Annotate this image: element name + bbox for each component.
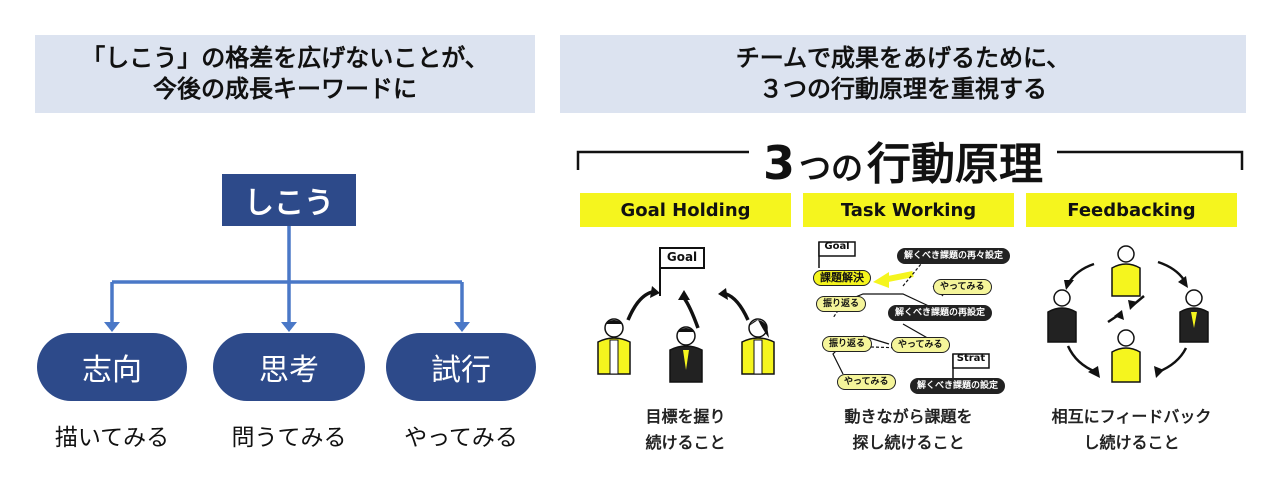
task-try-2: やってみる	[891, 337, 950, 353]
left-banner-line2: 今後の成長キーワードに	[153, 75, 417, 103]
branch-sub-1: 描いてみる	[54, 425, 170, 451]
section-title-wrap: 3 つの 行動原理	[560, 128, 1246, 192]
task-define: 解くべき課題の設定	[910, 378, 1006, 394]
branch-sub-3: やってみる	[404, 425, 518, 451]
branch-sub-2: 問うてみる	[231, 425, 347, 451]
caption-line: 相互にフィードバック	[1051, 407, 1212, 426]
task-try-3: やってみる	[837, 374, 896, 390]
right-banner-line1: チームで成果をあげるために、	[735, 44, 1071, 72]
right-banner: チームで成果をあげるために、 ３つの行動原理を重視する	[560, 35, 1246, 113]
root-node: しこう	[222, 174, 356, 226]
branch-node-shikou: 志向	[37, 333, 187, 401]
section-title-number: 3	[762, 136, 795, 190]
branch-label: 志向	[82, 353, 142, 388]
caption-line: 続けること	[645, 433, 726, 452]
task-goal-flag: Goal	[824, 241, 850, 252]
caption-line: 目標を握り	[645, 407, 726, 426]
left-banner: 「しこう」の格差を広げないことが、 今後の成長キーワードに	[35, 35, 535, 113]
caption-line: 動きながら課題を	[844, 407, 973, 426]
branch-label: 思考	[259, 353, 319, 388]
principle-title-goal: Goal Holding	[580, 193, 791, 227]
principle-title-text: Goal Holding	[620, 199, 751, 221]
principle-title-task: Task Working	[803, 193, 1014, 227]
principle-title-text: Feedbacking	[1067, 199, 1196, 221]
section-title: 3 つの 行動原理	[748, 128, 1058, 192]
caption-line: し続けること	[1083, 433, 1180, 452]
branch-node-shikou-think: 思考	[213, 333, 365, 401]
task-try-1: やってみる	[933, 279, 992, 295]
principle-title-feedback: Feedbacking	[1026, 193, 1237, 227]
tree-connectors	[104, 224, 470, 332]
task-reflect-1: 振り返る	[816, 296, 867, 312]
task-redefine-again: 解くべき課題の再々設定	[897, 248, 1011, 264]
task-redefine: 解くべき課題の再設定	[888, 305, 993, 321]
task-reflect-2: 振り返る	[822, 336, 873, 352]
caption-feedback: 相互にフィードバック し続けること	[1026, 404, 1237, 456]
goal-flag-label: Goal	[666, 250, 698, 264]
caption-task: 動きながら課題を 探し続けること	[803, 404, 1014, 456]
task-start-flag: Strat	[956, 353, 986, 364]
goal-holding-illustration	[597, 247, 775, 383]
right-banner-line2: ３つの行動原理を重視する	[759, 75, 1047, 103]
branch-label: 試行	[431, 353, 491, 388]
root-label: しこう	[244, 186, 334, 221]
section-title-small: つの	[799, 149, 864, 187]
left-banner-line1: 「しこう」の格差を広げないことが、	[81, 44, 489, 72]
caption-goal: 目標を握り 続けること	[580, 404, 791, 456]
principle-title-text: Task Working	[840, 199, 977, 221]
section-title-rest: 行動原理	[867, 139, 1044, 190]
caption-line: 探し続けること	[852, 433, 965, 452]
task-solved: 課題解決	[813, 270, 871, 286]
feedbacking-illustration	[1047, 245, 1209, 383]
branch-node-shikou-trial: 試行	[386, 333, 536, 401]
